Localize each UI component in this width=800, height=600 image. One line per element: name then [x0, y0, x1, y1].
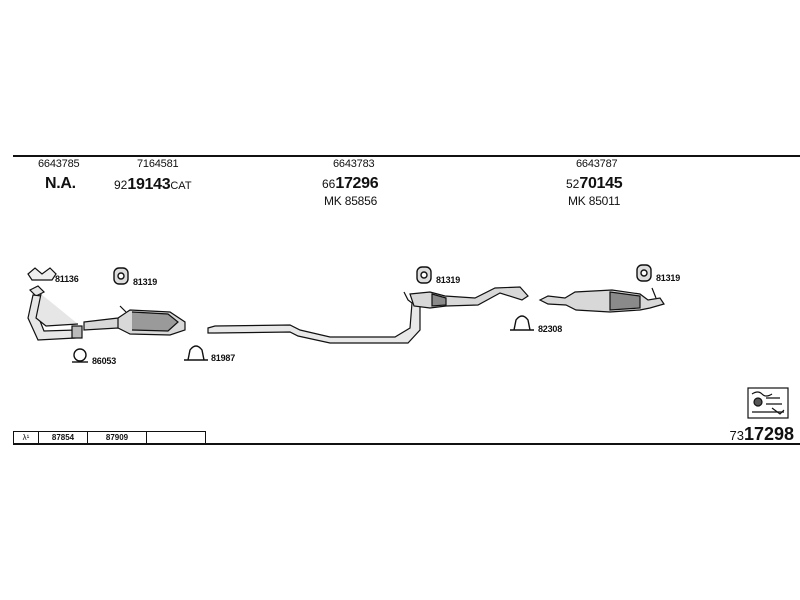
middle-silencer-drawing: [409, 286, 529, 309]
set-number-main: 17298: [743, 424, 794, 444]
callout-clamp-82308: 82308: [538, 324, 563, 334]
middle-pipe-drawing: [207, 291, 421, 344]
part-number-rear-silencer: 6643787: [576, 158, 618, 170]
part-label-front-pipe: N.A.: [45, 175, 76, 192]
part-number-front-pipe: 6643785: [38, 158, 80, 170]
footer-rule: [13, 443, 800, 445]
lambda-symbol: λ¹: [14, 432, 39, 444]
lambda-cell: 87854: [39, 432, 88, 444]
part-label-rear-silencer: 5270145: [566, 175, 623, 192]
part-label-middle-silencer: 6617296: [322, 175, 379, 192]
callout-rubber-mount-b: 81319: [436, 275, 461, 285]
part-ref-middle-silencer: MK 85856: [324, 194, 378, 208]
catalyst-drawing: [83, 305, 186, 336]
part-label-catalyst: 9219143CAT: [114, 176, 192, 193]
callout-rubber-mount-c: 81319: [656, 273, 681, 283]
catalogue-sheet-icon: [747, 387, 789, 419]
front-pipe-drawing: [27, 285, 83, 341]
callout-clamp-81987: 81987: [211, 353, 236, 363]
gasket-icon: [27, 267, 57, 281]
set-number-prefix: 73: [729, 428, 744, 443]
clamp-icon: [510, 315, 534, 331]
rear-silencer-drawing: [538, 287, 665, 313]
clamp-icon: [184, 345, 208, 361]
set-number: 7317298: [729, 424, 794, 445]
lambda-sensor-table: λ¹ 87854 87909: [13, 431, 206, 445]
rubber-mount-icon: [416, 266, 432, 284]
rubber-mount-icon: [636, 264, 652, 282]
callout-rubber-mount-a: 81319: [133, 277, 158, 287]
callout-clamp-86053: 86053: [92, 356, 117, 366]
header-rule: [13, 155, 800, 157]
callout-gasket: 81136: [55, 274, 79, 284]
part-ref-rear-silencer: MK 85011: [568, 194, 621, 208]
clamp-icon: [72, 348, 88, 363]
part-number-catalyst: 7164581: [137, 158, 179, 170]
lambda-cell: 87909: [88, 432, 147, 444]
part-number-middle-silencer: 6643783: [333, 158, 375, 170]
rubber-mount-icon: [113, 267, 129, 285]
